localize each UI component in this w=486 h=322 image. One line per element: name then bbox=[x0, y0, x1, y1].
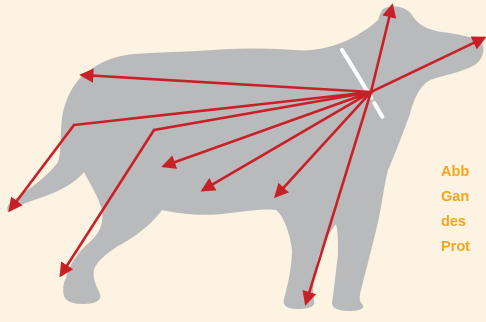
caption-line: des bbox=[441, 210, 470, 235]
center-point bbox=[369, 90, 373, 94]
caption-line: Prot bbox=[441, 235, 470, 260]
caption-line: Abb bbox=[441, 160, 470, 185]
caption-line: Gan bbox=[441, 185, 470, 210]
dog-silhouette bbox=[7, 6, 483, 311]
figure-caption: Abb Gan des Prot bbox=[441, 160, 470, 260]
